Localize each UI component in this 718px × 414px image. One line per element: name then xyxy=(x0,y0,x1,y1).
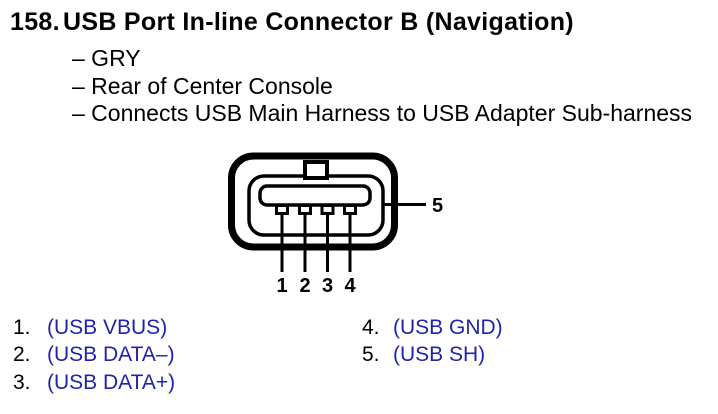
pin-callout-4: 4 xyxy=(344,275,356,297)
pin-callout-1: 1 xyxy=(276,275,287,297)
pin-legend-number: 4. xyxy=(362,316,380,339)
pin-legend-row: 5. (USB SH) xyxy=(362,341,503,368)
connector-tongue xyxy=(258,184,372,207)
pin-callout-3: 3 xyxy=(322,275,333,297)
pin-legend-number: 5. xyxy=(362,343,380,367)
page-title: USB Port In-line Connector B (Navigation… xyxy=(63,8,574,36)
pin-contact-1 xyxy=(275,204,289,215)
pin-contact-4 xyxy=(343,204,357,215)
detail-connector-color: – GRY xyxy=(72,45,141,71)
pin-legend-left-column: 1. (USB VBUS) 2. (USB DATA–) 3. (USB DATA+) xyxy=(13,314,175,396)
shell-callout-5: 5 xyxy=(432,195,443,217)
usb-connector-diagram: 1 2 3 4 5 xyxy=(228,152,443,297)
pin-legend-row: 4. (USB GND) xyxy=(362,314,503,341)
pin-legend-number: 1. xyxy=(13,316,31,339)
detail-connector-location: – Rear of Center Console xyxy=(72,72,333,99)
pin-name-link[interactable]: (USB DATA+) xyxy=(47,370,176,394)
pin-legend-row: 1. (USB VBUS) xyxy=(13,314,175,341)
section-number: 158. xyxy=(10,8,60,36)
keying-tab xyxy=(303,160,329,180)
pin-name-link[interactable]: (USB GND) xyxy=(393,316,503,339)
section-heading: 158.USB Port In-line Connector B (Naviga… xyxy=(10,8,574,37)
pin-contact-3 xyxy=(320,204,335,215)
detail-connector-function: – Connects USB Main Harness to USB Adapt… xyxy=(72,100,693,126)
pin-legend-row: 3. (USB DATA+) xyxy=(13,369,175,396)
pin-name-link[interactable]: (USB VBUS) xyxy=(47,316,168,339)
pin-name-link[interactable]: (USB DATA–) xyxy=(47,343,175,367)
pin-legend-row: 2. (USB DATA–) xyxy=(13,341,175,368)
pin-legend-number: 2. xyxy=(13,343,31,367)
connector-details: – GRY – Rear of Center Console – Connect… xyxy=(72,45,692,128)
pin-callout-2: 2 xyxy=(299,275,310,297)
pin-legend-right-column: 4. (USB GND) 5. (USB SH) xyxy=(362,314,503,369)
pin-legend-number: 3. xyxy=(13,370,31,394)
pin-name-link[interactable]: (USB SH) xyxy=(393,343,486,367)
pin-contact-2 xyxy=(298,204,312,215)
